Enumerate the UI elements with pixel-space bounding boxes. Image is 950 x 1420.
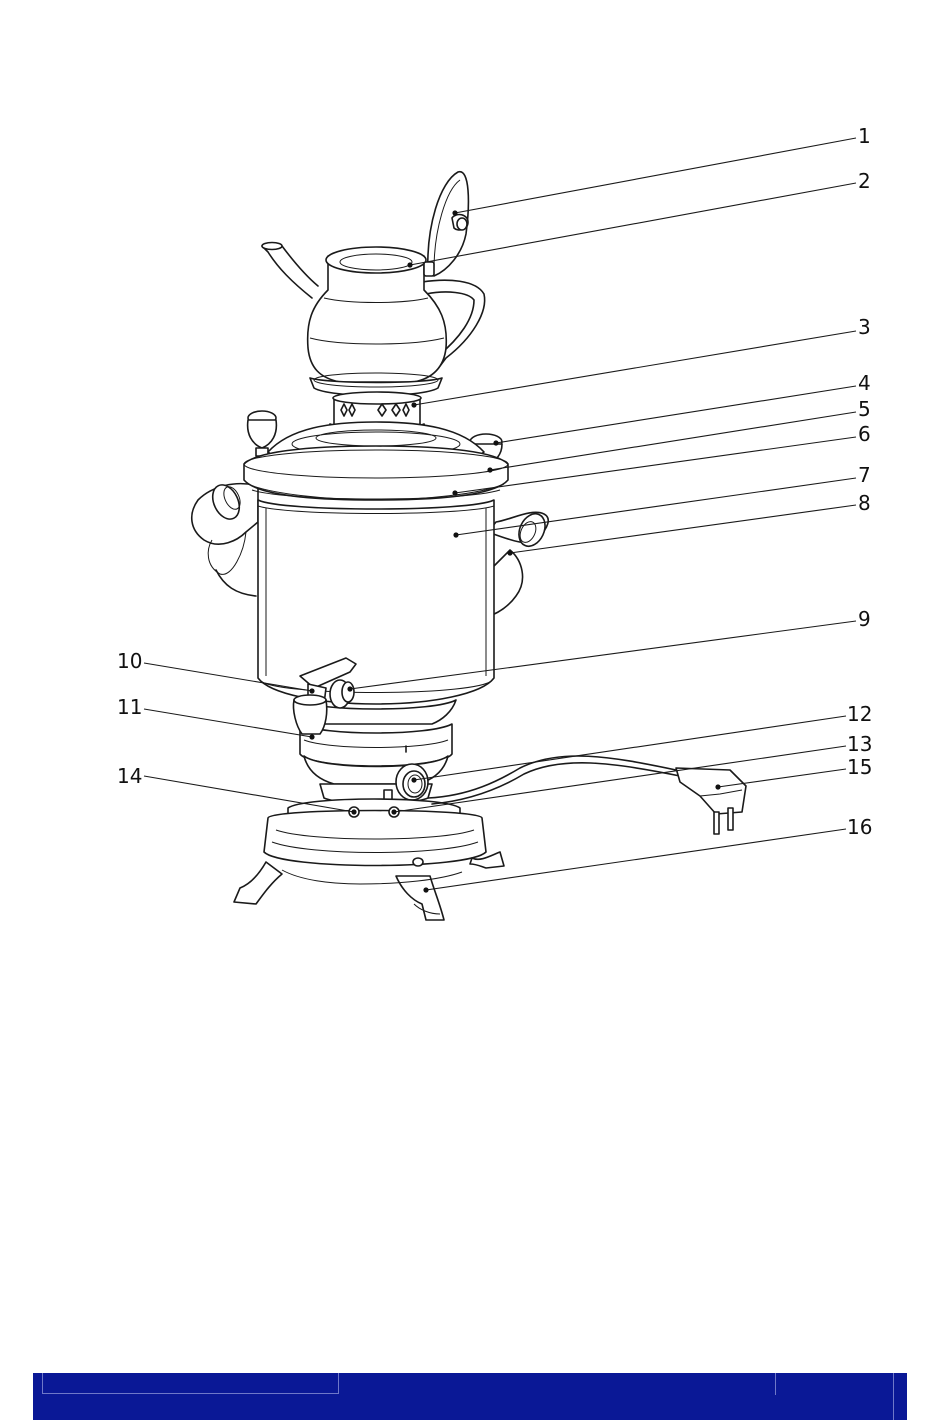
teapot-lid [424, 172, 468, 276]
callout-label-1: 1 [858, 124, 871, 148]
callout-label-4: 4 [858, 371, 871, 395]
callout-label-9: 9 [858, 607, 871, 631]
callout-label-6: 6 [858, 422, 871, 446]
callout-label-13: 13 [847, 732, 872, 756]
callout-label-14: 14 [117, 764, 142, 788]
callout-label-12: 12 [847, 702, 872, 726]
callout-label-8: 8 [858, 491, 871, 515]
switch-knob [396, 764, 428, 800]
callout-label-2: 2 [858, 169, 871, 193]
left-handle [192, 481, 258, 596]
callout-label-15: 15 [847, 755, 872, 779]
power-cord [428, 756, 680, 804]
callout-label-5: 5 [858, 397, 871, 421]
samovar-base [264, 799, 486, 866]
power-plug [676, 768, 746, 834]
callout-label-7: 7 [858, 463, 871, 487]
footer-divider [775, 1373, 776, 1395]
callout-label-16: 16 [847, 815, 872, 839]
footer-bar [33, 1373, 907, 1420]
callout-label-11: 11 [117, 695, 142, 719]
footer-right-edge [893, 1373, 894, 1420]
teapot [262, 243, 485, 396]
callout-label-10: 10 [117, 649, 142, 673]
callout-label-3: 3 [858, 315, 871, 339]
samovar-lid [244, 422, 508, 500]
footer-left-box [42, 1373, 339, 1394]
samovar-body [258, 500, 494, 704]
